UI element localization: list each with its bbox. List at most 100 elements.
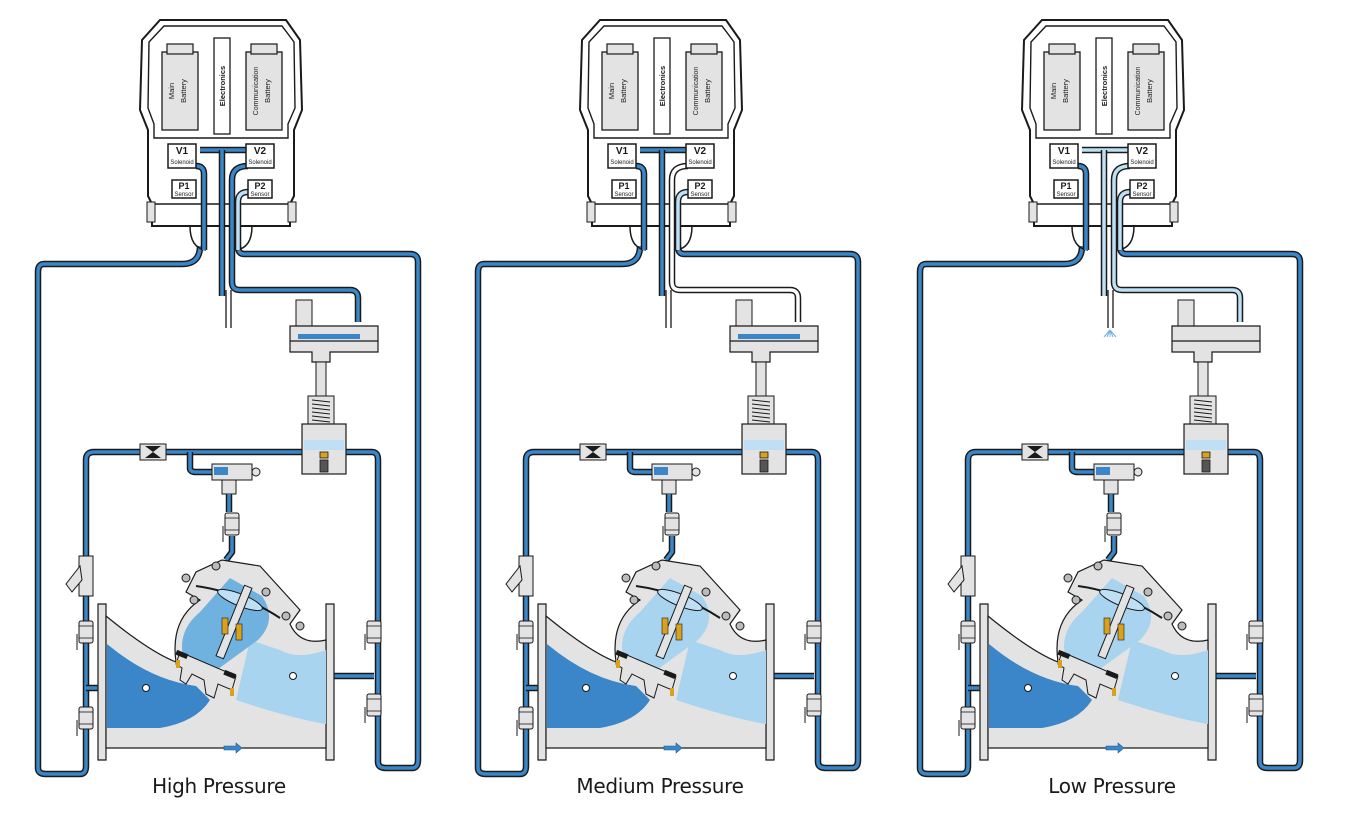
pilot-seat [1201,451,1211,459]
pilot-valve [289,299,379,475]
valve-stem [215,584,253,660]
downstream-ball-valve-2 [804,693,822,723]
v2-solenoid [245,143,275,169]
bonnet-bolt [701,587,711,597]
upstream-port [1024,684,1032,692]
v1-solenoid [1049,143,1079,169]
bonnet-bolt [629,595,639,605]
p2-sensor-sublabel: Sensor [690,192,709,198]
upstream-port [142,684,150,692]
stem-guide-left [661,617,669,635]
p1-sensor-sublabel: Sensor [1056,192,1075,198]
upstream-water [107,644,210,728]
needle-valve-flow [654,467,668,475]
pilot-spring [311,415,331,419]
seal-right [663,669,677,680]
needle-valve-knob [691,467,701,477]
restriction-orifice [1021,443,1049,461]
electronics-label: Electronics [218,66,227,106]
outlet-flange [1207,603,1217,761]
v2-pilot-line-fill [670,164,800,322]
comm-battery-label-2: Battery [1145,79,1154,103]
enclosure-inner [1029,25,1178,139]
v1-line-fill [1077,164,1088,250]
stem-guide-right [1117,623,1125,641]
bonnet-bolt [1143,587,1153,597]
control-ball-valve [662,512,680,542]
upstream-water [989,644,1092,728]
bonnet-bolt [735,621,745,631]
p2-sensor-label: P2 [694,181,705,191]
main-battery-label-2: Battery [619,79,628,103]
strainer-leg [947,564,965,593]
p1-sensor-label: P1 [178,181,189,191]
restriction-icon [1027,446,1043,458]
needle-valve-outlet [661,479,677,495]
pilot-adjust-screw [1177,299,1195,327]
comm-battery-label-2: Battery [263,79,272,103]
pilot-spring [751,415,771,419]
seal-left [175,649,189,660]
bonnet-bolt [181,573,191,583]
p2-sensor [687,179,713,199]
bonnet-bolt [1071,595,1081,605]
p2-sensor-sublabel: Sensor [250,192,269,198]
pilot-spring [1193,399,1213,403]
needle-valve [1093,463,1143,495]
downstream-ball-valve-1-body [1248,620,1264,644]
control-ball-valve [222,512,240,542]
enclosure-inner [147,25,296,139]
seal-right [223,669,237,680]
p2-line-fill [1118,190,1131,250]
bonnet-bolt [621,573,631,583]
pilot-stem [315,361,327,401]
p2-sensor-label: P2 [254,181,265,191]
v2-solenoid-label: V2 [254,146,267,157]
pilot-spring [751,407,771,411]
seat-right [230,688,234,696]
comm-battery-label: Communication [1135,67,1142,116]
pilot-spring [1193,403,1213,407]
panel-label-low: Low Pressure [1048,774,1176,798]
control-line-to-main-fill [664,536,674,562]
downstream-ball-valve-1-body [366,620,382,644]
mount-bolt-left [1028,201,1038,223]
p2-sensor-sublabel: Sensor [1132,192,1151,198]
upstream-port [582,684,590,692]
p1-sensor [1053,179,1079,199]
pilot-spring [311,399,331,403]
downstream-ball-valve-2-body [1248,693,1264,717]
bonnet-bolt [1163,611,1173,621]
pilot-passage [1186,440,1226,450]
stem-guide-left [1103,617,1111,635]
v2-pilot-line-fill [1112,164,1242,322]
seal-left [1057,649,1071,660]
downstream-port [289,672,297,680]
downstream-ball-valve-1 [364,620,382,650]
y-strainer [65,555,94,597]
needle-valve-outlet [221,479,237,495]
control-ball-valve-body [664,512,680,536]
main-battery-label: Main [167,83,176,99]
pilot-spring [751,399,771,403]
seat-left [1058,660,1062,668]
pilot-seat [759,451,769,459]
downstream-ball-valve-2-body [366,693,382,717]
main-valve [979,559,1217,761]
downstream-ball-valve-2-body [806,693,822,717]
needle-valve-knob [1133,467,1143,477]
pilot-spring [1193,407,1213,411]
strainer-leg [505,564,523,593]
pilot-passage [744,440,784,450]
mount-bolt-right [1169,201,1179,223]
pilot-chamber [298,334,360,339]
v1-solenoid [167,143,197,169]
mount-bolt-left [146,201,156,223]
bonnet-bolt [189,595,199,605]
strainer-leg [65,564,83,593]
seal-right [1105,669,1119,680]
main-valve [537,559,775,761]
pilot-spring [751,419,771,423]
